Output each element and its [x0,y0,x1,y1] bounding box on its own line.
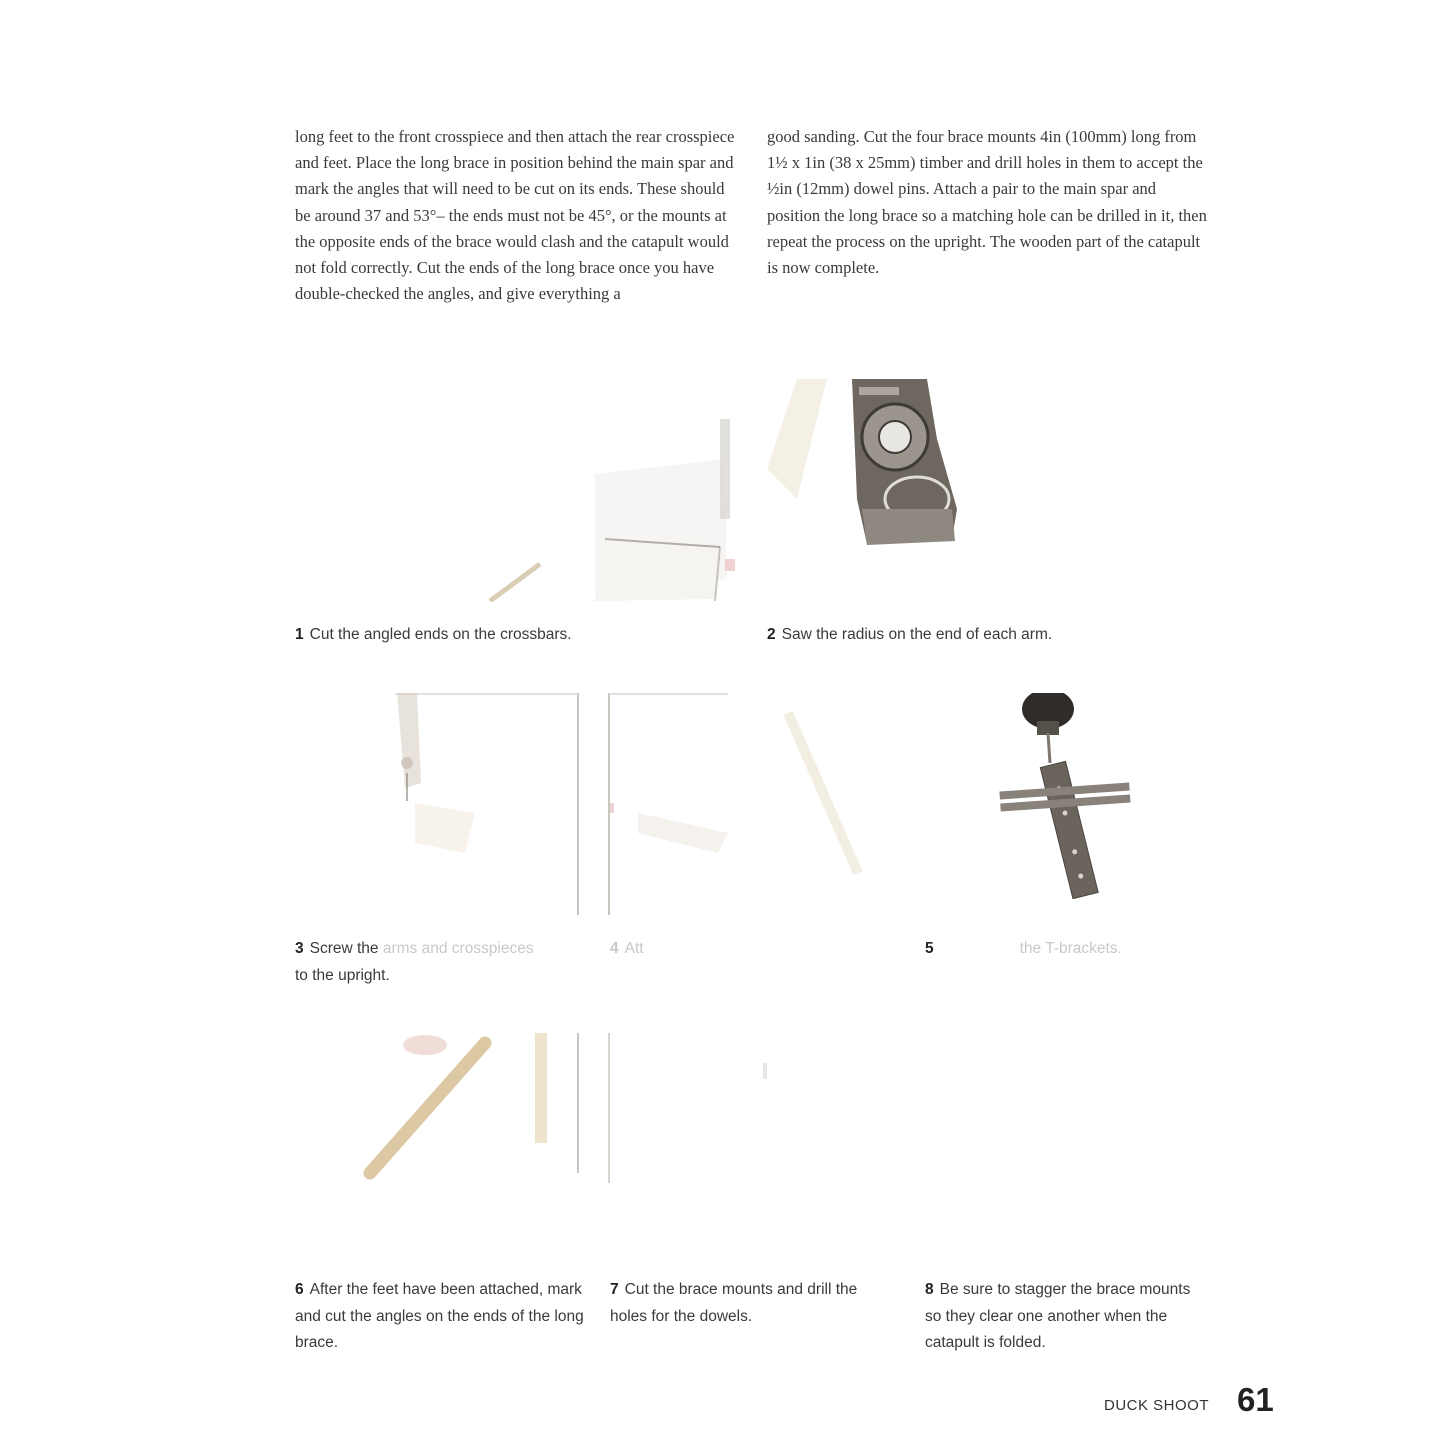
step-text: After the feet have been attached, mark … [295,1281,584,1351]
step-text-faded: Att [624,940,644,957]
step-2-photo [767,379,1207,602]
step-1-caption: 1 Cut the angled ends on the crossbars. [295,622,735,649]
step-number: 6 [295,1281,304,1298]
step-7-photo [608,1033,893,1255]
step-4-photo [608,693,893,915]
step-1-photo [295,379,738,602]
step-2-caption: 2 Saw the radius on the end of each arm. [767,622,1207,649]
step-number: 3 [295,940,304,957]
step-text-continued: to the upright. [295,966,390,984]
step-5-caption: 5 the T-brackets. [925,936,1205,963]
step-7-photo-illustration [608,1033,767,1183]
step-5-photo [925,693,1207,915]
step-number: 4 [610,940,619,957]
step-number: 5 [925,940,934,957]
body-text-right-column: good sanding. Cut the four brace mounts … [767,127,1207,278]
step-2-photo-illustration [767,379,957,545]
step-number: 2 [767,626,776,643]
step-text: Cut the angled ends on the crossbars. [309,626,572,643]
step-6-photo [295,1033,580,1255]
step-text-faded: the T-brackets. [1019,940,1122,957]
body-text-left-column: long feet to the front crosspiece and th… [295,127,735,304]
step-5-photo-illustration [999,693,1131,900]
step-text: Saw the radius on the end of each arm. [781,626,1053,643]
running-footer-section: DUCK SHOOT [1104,1397,1210,1414]
step-3-photo-illustration [395,693,579,915]
page-number: 61 [1237,1381,1274,1418]
step-text-faded: arms and crosspieces [382,940,534,957]
step-1-photo-illustration [488,419,735,602]
step-number: 1 [295,626,304,643]
step-3-photo [295,693,580,915]
step-6-photo-illustration [363,1033,579,1180]
step-text: Screw the [309,940,379,957]
step-text: Be sure to stagger the brace mounts so t… [925,1281,1191,1351]
step-3-caption: 3 Screw the arms and crosspieces to the up… [295,936,585,989]
step-number: 7 [610,1281,619,1298]
step-number: 8 [925,1281,934,1298]
step-4-caption: 4 Att [610,936,890,963]
step-text: Cut the brace mounts and drill the holes… [610,1281,858,1325]
step-4-photo-illustration [608,693,863,915]
